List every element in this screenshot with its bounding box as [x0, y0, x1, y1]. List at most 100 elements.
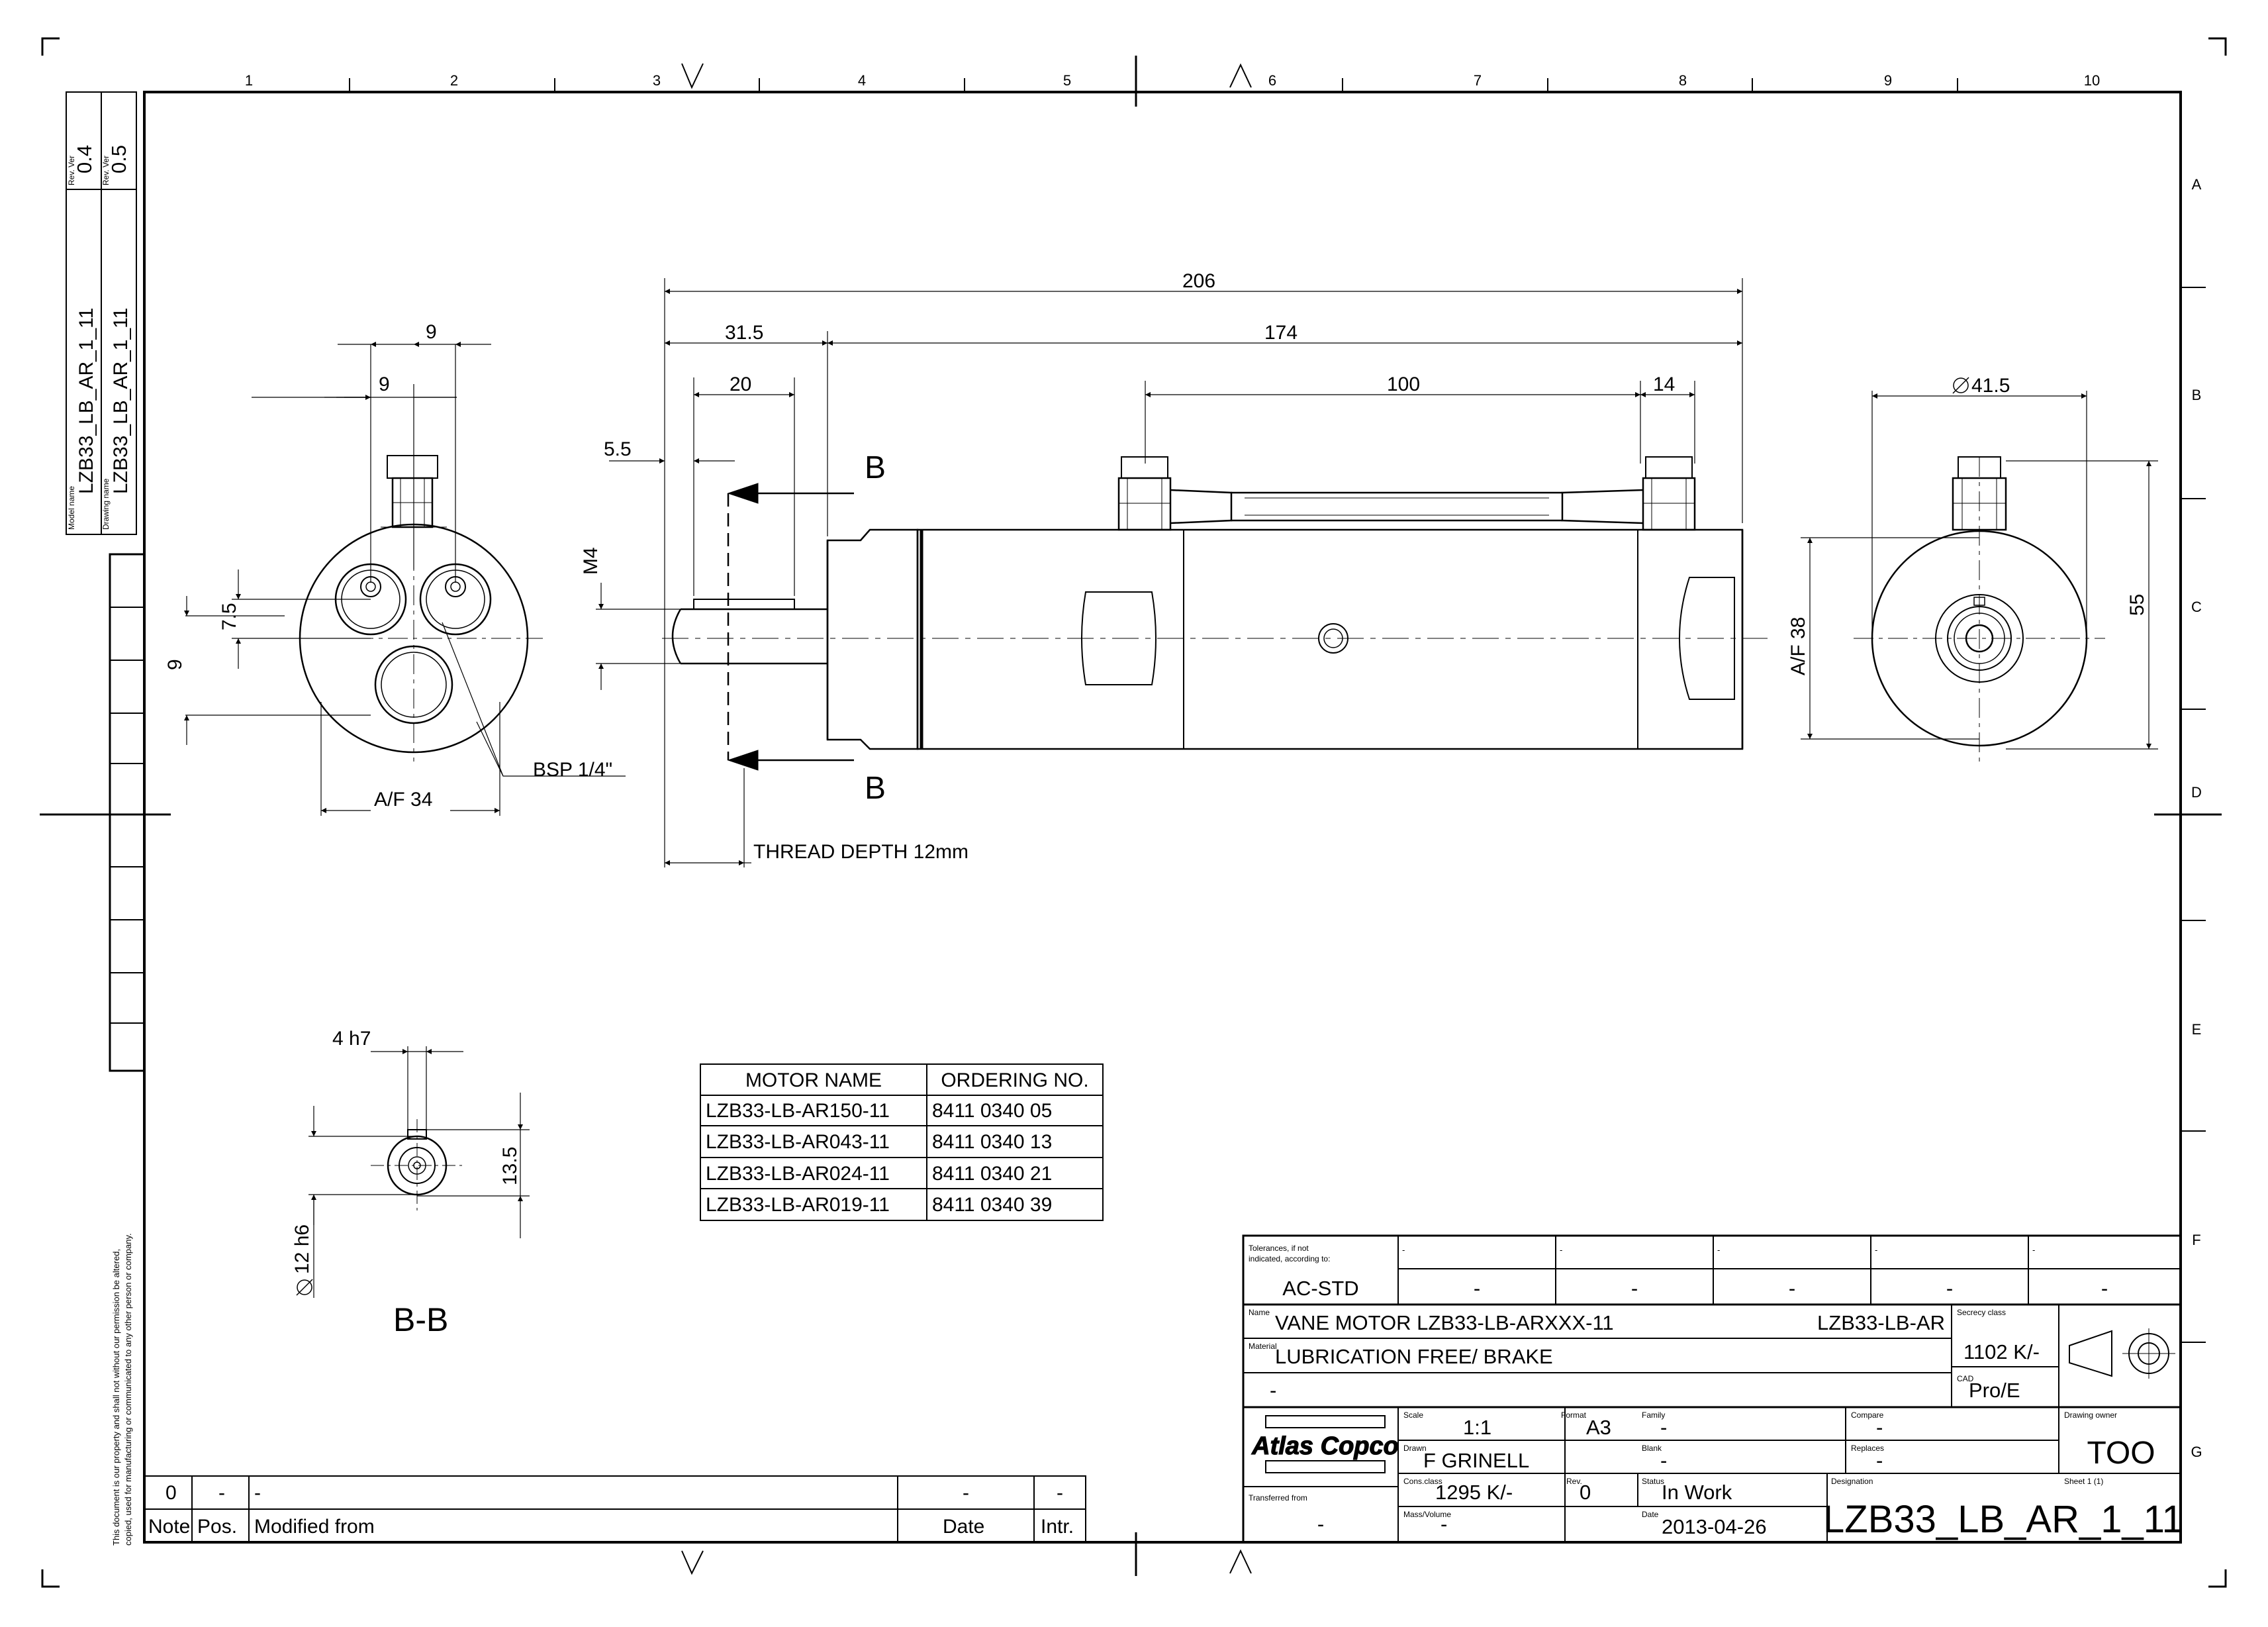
- cad-value: Pro/E: [1969, 1379, 2020, 1402]
- dim-body-length: 174: [1264, 322, 1298, 344]
- table-header: MOTOR NAME: [745, 1069, 882, 1091]
- drawn-label: Drawn: [1403, 1444, 1427, 1453]
- drawing-rev: 0.5: [107, 145, 130, 173]
- scale-label: Scale: [1403, 1410, 1423, 1420]
- designation-label: Designation: [1831, 1477, 1873, 1486]
- row-label: F: [2192, 1232, 2200, 1248]
- rev-modified-header: Modified from: [254, 1516, 375, 1538]
- dim-key-width: 4 h7: [332, 1028, 371, 1050]
- rev-note-value: 0: [165, 1482, 177, 1504]
- drawn-value: F GRINELL: [1423, 1449, 1529, 1472]
- table-row: LZB33-LB-AR150-11 8411 0340 05: [706, 1100, 1052, 1122]
- blank-label: Blank: [1642, 1444, 1662, 1453]
- dim-shaft-offset: 5.5: [604, 438, 632, 460]
- tolerances-label-line: indicated, according to:: [1249, 1254, 1330, 1263]
- side-view: [662, 456, 1768, 760]
- blank-value: -: [1660, 1449, 1667, 1472]
- dim-port-dx: 9: [379, 373, 390, 395]
- column-label: 7: [1474, 72, 1482, 89]
- replaces-value: -: [1876, 1449, 1883, 1472]
- dim-overall-length: 206: [1182, 270, 1215, 292]
- tolerance-cell-label: -: [1402, 1245, 1405, 1255]
- column-label: 5: [1063, 72, 1071, 89]
- disclaimer: This document is our property and shall …: [111, 1233, 133, 1546]
- table-row: LZB33-LB-AR043-11 8411 0340 13: [706, 1131, 1052, 1153]
- tolerances-label-line: Tolerances, if not: [1249, 1244, 1309, 1253]
- tolerances-value: AC-STD: [1282, 1277, 1358, 1300]
- section-mark-top: B: [865, 450, 886, 485]
- table-row: LZB33-LB-AR019-11 8411 0340 39: [706, 1194, 1052, 1216]
- cad-label: CAD: [1957, 1374, 1974, 1383]
- column-label: 1: [245, 72, 253, 89]
- dim-end-diameter: 41.5: [1971, 375, 2010, 397]
- format-value: A3: [1586, 1416, 1611, 1439]
- row-label: E: [2192, 1021, 2202, 1038]
- tolerance-cell-label: -: [1875, 1245, 1877, 1255]
- date-label: Date: [1642, 1510, 1659, 1519]
- column-label: 9: [1884, 72, 1892, 89]
- family-label: Family: [1642, 1410, 1665, 1420]
- dim-port-spacing: 100: [1387, 373, 1420, 395]
- scale-value: 1:1: [1463, 1416, 1491, 1439]
- column-label: 2: [450, 72, 458, 89]
- material-secondary: -: [1270, 1379, 1276, 1402]
- table-cell-motor-name: LZB33-LB-AR019-11: [706, 1194, 890, 1216]
- revision-block: Rev. Ver 0.4 Rev. Ver 0.5 Model name LZB…: [66, 91, 137, 535]
- projection-symbol-icon: [2069, 1328, 2175, 1379]
- dim-port-thread: BSP 1/4": [533, 759, 612, 781]
- table-cell-motor-name: LZB33-LB-AR043-11: [706, 1131, 890, 1153]
- secrecy-label: Secrecy class: [1957, 1308, 2006, 1317]
- row-label: G: [2191, 1444, 2202, 1460]
- side-view-dimension-text: 206 31.5 174 20 100 14 5.5 M4 THREAD DEP…: [580, 270, 1675, 863]
- title-block: Tolerances, if not indicated, according …: [1242, 1234, 2183, 1544]
- dim-thread-depth: THREAD DEPTH 12mm: [753, 841, 969, 863]
- section-bb: [371, 1119, 463, 1212]
- product-code: LZB33-LB-AR: [1817, 1311, 1945, 1334]
- transferred-label: Transferred from: [1249, 1493, 1307, 1503]
- dim-key-height: 13.5: [499, 1147, 521, 1185]
- tolerance-cell: -: [1946, 1277, 1953, 1300]
- rev-date-value: -: [963, 1482, 969, 1504]
- rev-intr-value: -: [1057, 1482, 1063, 1504]
- model-name-label: Model name: [67, 486, 76, 530]
- grid-labels: 1 2 3 4 5 6 7 8 9 10 A B C D E F G: [245, 72, 2202, 1460]
- sheet-number: Sheet 1 (1): [2064, 1477, 2103, 1486]
- table-cell-ordering-no: 8411 0340 21: [932, 1163, 1052, 1185]
- front-view-dimension-text: 9 9 7.5 9 BSP 1/4" A/F 34: [164, 321, 612, 811]
- drawing-owner-label: Drawing owner: [2064, 1410, 2117, 1420]
- tolerance-cell-label: -: [1717, 1245, 1720, 1255]
- end-view: [1854, 456, 2105, 762]
- table-cell-ordering-no: 8411 0340 13: [932, 1131, 1052, 1153]
- material-label: Material: [1249, 1342, 1277, 1351]
- column-label: 3: [653, 72, 661, 89]
- dim-across-flats-side: A/F 38: [1787, 617, 1809, 675]
- drawing-name-label: Drawing name: [101, 478, 111, 530]
- row-label: D: [2191, 784, 2202, 801]
- status-label: Status: [1642, 1477, 1664, 1486]
- dim-shaft-dia: 12 h6: [291, 1224, 313, 1274]
- section-bb-dimensions: [296, 1046, 530, 1298]
- dim-across-flats: A/F 34: [374, 789, 432, 811]
- product-name: VANE MOTOR LZB33-LB-ARXXX-11: [1275, 1311, 1614, 1334]
- disclaimer-line: This document is our property and shall …: [111, 1249, 121, 1546]
- row-label: B: [2192, 387, 2202, 403]
- model-rev: 0.4: [73, 145, 96, 173]
- compare-value: -: [1876, 1416, 1883, 1439]
- compare-label: Compare: [1851, 1410, 1884, 1420]
- material-value: LUBRICATION FREE/ BRAKE: [1275, 1345, 1553, 1368]
- family-value: -: [1660, 1416, 1667, 1439]
- table-row: LZB33-LB-AR024-11 8411 0340 21: [706, 1163, 1052, 1185]
- name-label: Name: [1249, 1308, 1270, 1317]
- rev-modified-value: -: [254, 1482, 261, 1504]
- section-arrows: [727, 483, 854, 771]
- rev-pos-header: Pos.: [197, 1516, 237, 1538]
- cons-class-label: Cons.class: [1403, 1477, 1442, 1486]
- drawing-owner-value: TOO: [2087, 1436, 2155, 1471]
- row-label: C: [2191, 599, 2202, 615]
- format-label: Format: [1561, 1410, 1587, 1420]
- dim-spline-length: 20: [730, 373, 751, 395]
- front-view-dimensions: [184, 342, 626, 816]
- tolerance-cell: -: [2101, 1277, 2108, 1300]
- status-value: In Work: [1662, 1481, 1732, 1504]
